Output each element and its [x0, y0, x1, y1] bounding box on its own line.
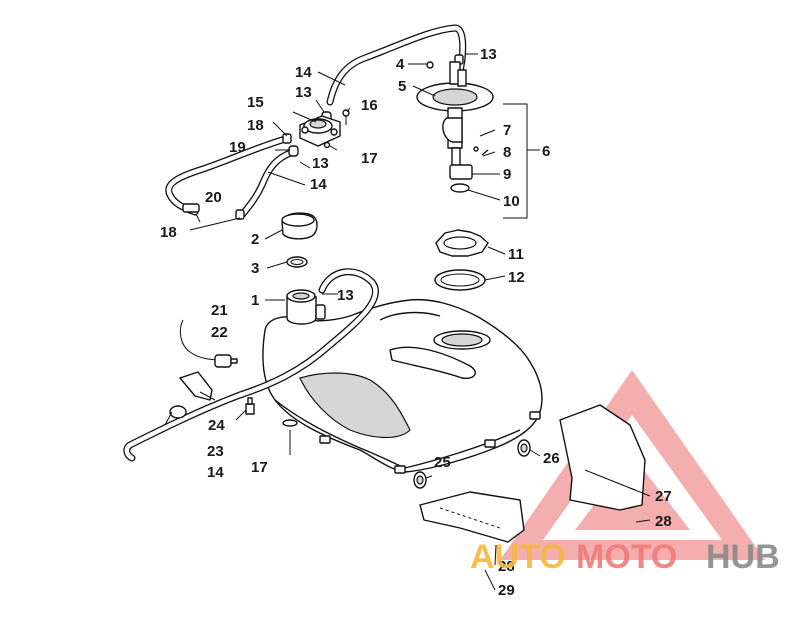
callout-16: 16 [361, 97, 378, 114]
callout-25: 25 [434, 454, 451, 471]
callout-6: 6 [542, 143, 550, 160]
callout-4: 4 [396, 56, 405, 73]
fuel-pump-assembly [416, 61, 528, 219]
leader-lines [164, 53, 651, 591]
callout-20: 20 [205, 189, 222, 206]
vent-hose-assembly [165, 24, 467, 220]
hose-clamp [235, 209, 245, 220]
callout-17: 17 [361, 150, 378, 167]
hose-fitting [182, 203, 200, 213]
fuel-line [123, 268, 379, 462]
hose-clamp [315, 304, 326, 320]
callout-15: 15 [247, 94, 264, 111]
callout-17: 17 [251, 459, 268, 476]
watermark-moto: MOTO [576, 538, 677, 576]
callout-11: 11 [508, 246, 524, 263]
grommet [517, 439, 531, 457]
callout-10: 10 [503, 193, 520, 210]
heat-shield [559, 404, 646, 511]
callout-28: 28 [655, 513, 672, 530]
watermark-auto: AUTO [470, 538, 566, 576]
hose-clamp [288, 145, 299, 157]
fuel-cap [281, 212, 318, 240]
screw [426, 61, 434, 69]
lock-ring [435, 229, 489, 257]
callout-1: 1 [251, 292, 259, 309]
callout-14: 14 [310, 176, 327, 193]
grommet [245, 397, 255, 415]
fuel-tank [262, 289, 543, 474]
callout-18: 18 [247, 117, 264, 134]
callout-22: 22 [211, 324, 228, 341]
watermark-wordmark: AUTO MOTO HUB [470, 538, 780, 576]
callout-12: 12 [508, 269, 525, 286]
callout-13: 13 [480, 46, 497, 63]
vent-valve [299, 109, 350, 149]
callout-14: 14 [207, 464, 224, 481]
callout-18: 18 [160, 224, 177, 241]
grommet [413, 471, 427, 489]
callout-labels: 1 2 3 4 5 6 7 8 9 10 11 12 13 13 13 13 1… [160, 46, 672, 599]
callout-8: 8 [503, 144, 511, 161]
callout-14: 14 [295, 64, 312, 81]
callout-13: 13 [295, 84, 312, 101]
callout-29: 29 [498, 582, 515, 599]
callout-13: 13 [312, 155, 329, 172]
callout-26: 26 [543, 450, 560, 467]
callout-23: 23 [207, 443, 224, 460]
callout-21: 21 [211, 302, 228, 319]
callout-13: 13 [337, 287, 354, 304]
callout-24: 24 [208, 417, 225, 434]
callout-19: 19 [229, 139, 246, 156]
callout-2: 2 [251, 231, 259, 248]
heat-shield [419, 491, 525, 543]
watermark-hub: HUB [706, 538, 780, 576]
callout-3: 3 [251, 260, 259, 277]
callout-9: 9 [503, 166, 511, 183]
hose-clamp [282, 133, 292, 144]
callout-28: 28 [498, 558, 515, 575]
callout-5: 5 [398, 78, 406, 95]
washer [282, 419, 298, 427]
fuel-filter-assembly [169, 319, 238, 419]
callout-7: 7 [503, 122, 511, 139]
callout-27: 27 [655, 488, 672, 505]
